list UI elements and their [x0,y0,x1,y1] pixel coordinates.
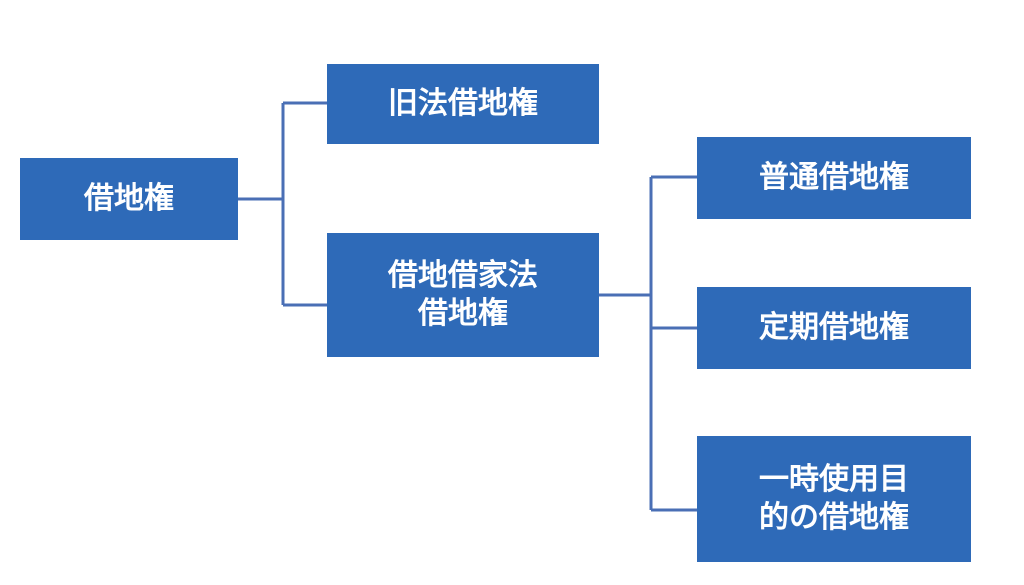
node-old-law-label: 旧法借地権 [388,86,538,121]
node-new-law-label-line-1: 借地借家法 [388,258,538,293]
node-temporary-label-line-1: 一時使用目 [759,462,909,497]
root-node-shakuchiken: 借地権 [20,158,238,240]
node-fixed-term-leasehold: 定期借地権 [697,287,971,369]
connector-root-to-branches [238,101,327,307]
node-new-law-label-line-2: 借地権 [418,296,508,331]
node-normal-leasehold: 普通借地権 [697,137,971,219]
node-fixed-term-label: 定期借地権 [759,310,909,345]
node-temporary-label-line-2: 的の借地権 [759,500,909,535]
node-temporary-use-leasehold: 一時使用目 的の借地権 [697,436,971,562]
node-normal-label: 普通借地権 [759,160,909,195]
node-land-lease-act-leasehold: 借地借家法 借地権 [327,233,599,357]
connector-new-law-to-children [599,175,697,512]
node-old-law-leasehold: 旧法借地権 [327,64,599,144]
root-node-label: 借地権 [84,181,174,216]
